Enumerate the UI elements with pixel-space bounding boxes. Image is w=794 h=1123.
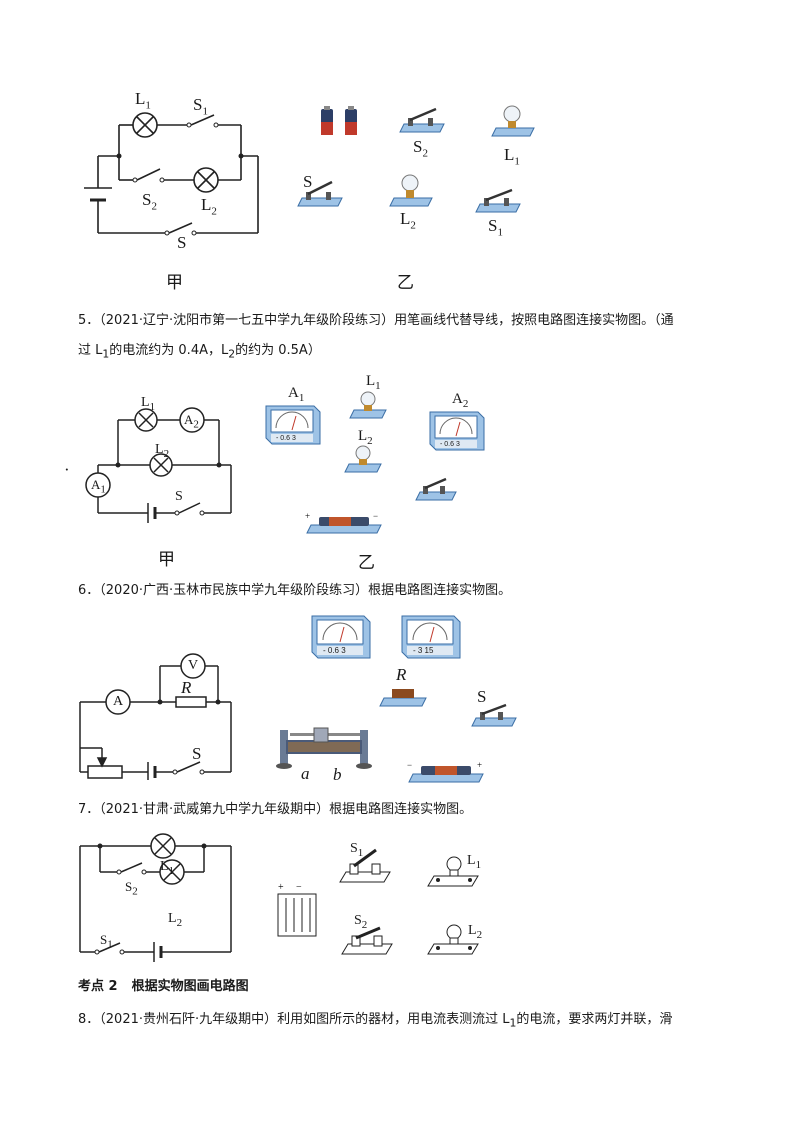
q7-part-switch-S1 [339,848,391,883]
q6-label-S: S [192,744,202,763]
q7-question-text: 7．（2021·甘肃·武威第九中学九年级期中）根据电路图连接实物图。 [78,802,473,817]
q7-circuit-diagram [79,833,232,962]
q7-label-L2: L2 [168,911,183,929]
q7-part-label-L2: L2 [468,923,483,941]
q7-part-label-S1: S1 [350,841,364,859]
q8-question-text: 8．（2021·贵州石阡·九年级期中）利用如图所示的器材，用电流表测流过 L1的… [78,1012,673,1030]
q5-label-S: S [175,489,183,504]
q4-caption-yi: 乙 [397,273,414,293]
q4-part-label-S: S [303,172,313,191]
svg-text:+: + [305,511,310,521]
q4-part-label-L2: L2 [400,209,416,232]
q6-part-ammeter-scale: - 0.6 3 [323,646,346,655]
q6-part-battery-pack: −+ [407,760,484,783]
q5-question-text: 5．（2021·辽宁·沈阳市第一七五中学九年级阶段练习）用笔画线代替导线，按照电… [78,313,674,361]
q6-part-label-a: a [301,764,310,783]
q5-part-ammeter-A1 [265,405,321,445]
q5-part-A1-scale: - 0.6 3 [276,435,296,442]
q6-part-rheostat [276,727,372,769]
q4-label-S2: S2 [142,190,157,213]
q4-label-L1: L1 [135,89,151,112]
svg-text:−: − [373,511,378,521]
q5-dot: · [64,460,70,479]
q5-caption-yi: 乙 [358,553,375,573]
q5-label-A2: A2 [184,412,199,431]
q4-battery-pictures [321,106,357,135]
section-number: 考点 2 [78,979,118,994]
q5-part-A2-scale: - 0.6 3 [440,441,460,448]
q6-question-text: 6．（2020·广西·玉林市民族中学九年级阶段练习）根据电路图连接实物图。 [78,583,512,598]
q4-part-bulb-L2 [389,174,433,207]
q7-part-battery-box: +− [277,882,317,937]
q5-part-label-A1: A1 [288,385,305,404]
svg-text:+: + [477,760,482,770]
q5-label-L2: L2 [155,442,170,460]
section-heading: 考点 2 根据实物图画电路图 [78,975,263,994]
q5-part-ammeter-A2 [429,411,485,451]
q5-part-label-A2: A2 [452,391,469,410]
q7-label-S2: S2 [125,879,138,898]
q5-part-bulb-L2 [344,445,382,473]
q5-part-label-L2: L2 [358,428,373,447]
svg-text:−: − [296,882,302,893]
q7-label-L1: L1 [160,859,175,877]
q5-caption-jia: 甲 [158,550,175,570]
q7-label-S1: S1 [100,932,113,951]
q5-part-bulb-L1 [349,391,387,419]
svg-text:+: + [278,882,284,893]
q6-part-label-b: b [333,765,342,784]
svg-text:−: − [407,760,412,770]
q4-label-S: S [177,233,187,252]
q4-caption-jia: 甲 [166,273,183,293]
q5-label-L1: L1 [141,395,156,413]
q7-part-switch-S2 [341,926,393,955]
q6-label-R: R [181,678,192,697]
q6-circuit-diagram [79,653,232,780]
q6-label-A: A [113,694,124,709]
q4-part-label-S1: S1 [488,216,503,239]
q5-part-label-L1: L1 [366,373,381,392]
q4-circuit-diagram [84,112,259,236]
q5-circuit-diagram [85,407,232,523]
q7-part-bulb-L2 [427,924,479,955]
q4-label-L2: L2 [201,195,217,218]
q4-label-S1: S1 [193,95,208,118]
q6-part-switch [471,703,517,727]
q6-part-label-R: R [396,665,407,684]
section-title: 根据实物图画电路图 [131,979,249,994]
q4-part-switch-S1 [475,188,521,213]
q5-part-switch [415,477,457,501]
q7-part-label-L1: L1 [467,853,482,871]
q5-label-A1: A1 [91,477,106,496]
q6-label-V: V [188,658,199,673]
q6-part-voltmeter-scale: - 3 15 [413,646,434,655]
q4-part-bulb-L1 [491,105,535,137]
q4-part-label-L1: L1 [504,145,520,168]
q6-part-resistor [379,689,427,707]
q7-part-bulb-L1 [427,856,479,887]
q6-part-label-S: S [477,687,487,706]
q5-part-battery-pack: +− [305,511,382,534]
q4-part-switch-S [297,180,343,207]
q4-part-label-S2: S2 [413,137,428,160]
q7-part-label-S2: S2 [354,913,368,931]
q6-part-ammeter [311,615,371,659]
q6-part-voltmeter [401,615,461,659]
q4-part-switch-S2 [399,107,445,133]
